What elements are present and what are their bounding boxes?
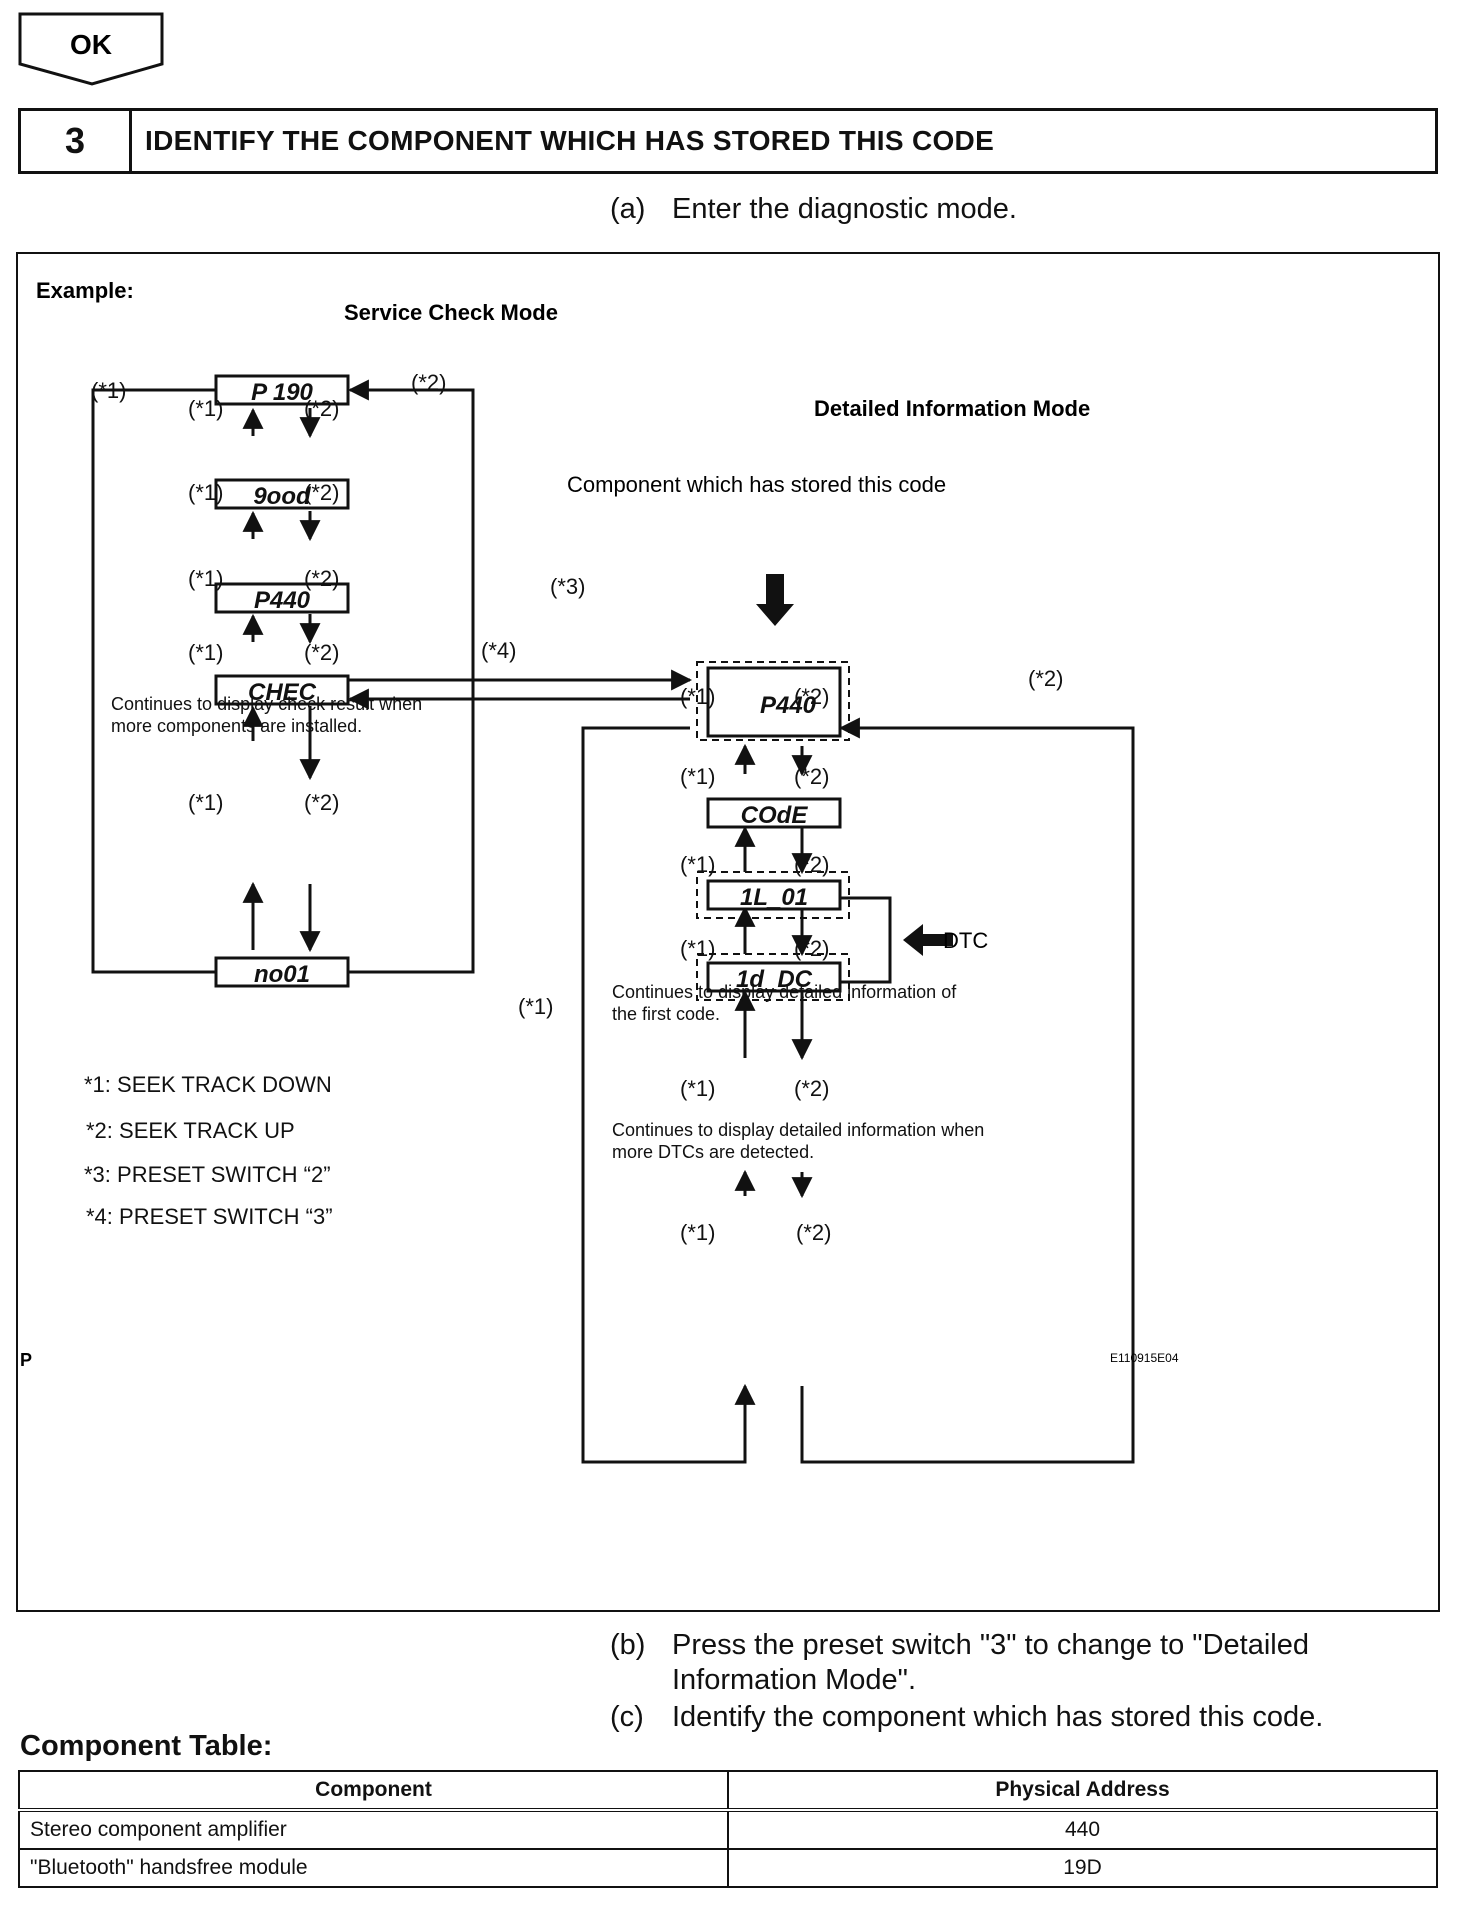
service-check-title: Service Check Mode bbox=[344, 300, 558, 325]
legend-item: *4: PRESET SWITCH “3” bbox=[86, 1204, 333, 1229]
table-header-row: Component Physical Address bbox=[18, 1770, 1438, 1812]
step-header: 3 IDENTIFY THE COMPONENT WHICH HAS STORE… bbox=[18, 108, 1438, 174]
note-left-line2: more components are installed. bbox=[111, 716, 362, 736]
dtc-arrow-icon bbox=[903, 924, 953, 956]
table-cell-address: 440 bbox=[727, 1809, 1438, 1850]
display-1l01: 1L_01 bbox=[740, 884, 808, 911]
component-table-title: Component Table: bbox=[20, 1730, 273, 1762]
instruction-b-line1: Press the preset switch "3" to change to… bbox=[672, 1629, 1309, 1661]
table-row: Stereo component amplifier 440 bbox=[18, 1809, 1438, 1850]
corner-label: P bbox=[20, 1350, 32, 1370]
example-label: Example: bbox=[36, 278, 134, 303]
ref-label: (*3) bbox=[550, 574, 585, 599]
ref-label: (*2) bbox=[411, 370, 446, 395]
display-1ddc: 1d_DC bbox=[736, 966, 813, 993]
ref-label: (*2) bbox=[796, 1220, 831, 1245]
instruction-c: (c) Identify the component which has sto… bbox=[610, 1700, 1430, 1736]
ok-badge-label: OK bbox=[70, 29, 112, 60]
instruction-a-text: Enter the diagnostic mode. bbox=[672, 193, 1017, 225]
column-header-address: Physical Address bbox=[727, 1770, 1438, 1812]
table-cell-component: Stereo component amplifier bbox=[18, 1809, 729, 1850]
note-right1-line2: the first code. bbox=[612, 1004, 720, 1024]
ref-label: (*2) bbox=[794, 1076, 829, 1101]
instruction-c-label: (c) bbox=[610, 1701, 644, 1733]
table-cell-component: "Bluetooth" handsfree module bbox=[18, 1848, 729, 1888]
component-label: Component which has stored this code bbox=[567, 472, 946, 497]
ref-label: (*2) bbox=[304, 396, 339, 421]
instruction-a: (a) Enter the diagnostic mode. bbox=[610, 192, 1410, 228]
display-chec: CHEC bbox=[248, 679, 317, 706]
instruction-b-label: (b) bbox=[610, 1629, 646, 1661]
instruction-a-label: (a) bbox=[610, 193, 646, 225]
display-good: 9ood bbox=[253, 483, 312, 510]
ref-label: (*1) bbox=[680, 684, 715, 709]
ok-badge: OK bbox=[18, 12, 164, 86]
ref-label: (*1) bbox=[518, 994, 553, 1019]
diagram-svg: P 190 9ood P440 CHEC no01 P440 COdE 1L_0… bbox=[20, 278, 1179, 1464]
display-p440: P440 bbox=[254, 587, 311, 614]
ref-label: (*2) bbox=[304, 640, 339, 665]
ref-label: (*1) bbox=[188, 790, 223, 815]
pointer-arrow-icon bbox=[756, 574, 794, 626]
ref-label: (*2) bbox=[794, 936, 829, 961]
dtc-label: DTC bbox=[943, 928, 988, 953]
ref-label: (*1) bbox=[680, 852, 715, 877]
ref-label: (*2) bbox=[304, 480, 339, 505]
display-p440-detail: P440 bbox=[760, 692, 817, 719]
legend-item: *3: PRESET SWITCH “2” bbox=[84, 1162, 331, 1187]
ref-label: (*1) bbox=[188, 396, 223, 421]
ref-label: (*2) bbox=[794, 684, 829, 709]
legend-item: *2: SEEK TRACK UP bbox=[86, 1118, 295, 1143]
ref-label: (*1) bbox=[188, 640, 223, 665]
instruction-c-text: Identify the component which has stored … bbox=[672, 1701, 1324, 1733]
component-table: Component Physical Address Stereo compon… bbox=[18, 1770, 1438, 1888]
display-no01: no01 bbox=[254, 961, 310, 988]
display-p190: P 190 bbox=[251, 379, 313, 406]
ref-label: (*2) bbox=[794, 852, 829, 877]
table-row: "Bluetooth" handsfree module 19D bbox=[18, 1848, 1438, 1888]
ref-label: (*1) bbox=[680, 936, 715, 961]
ref-label: (*1) bbox=[188, 480, 223, 505]
note-right2-line1: Continues to display detailed informatio… bbox=[612, 1120, 984, 1140]
diagnostic-diagram: P 190 9ood P440 CHEC no01 P440 COdE 1L_0… bbox=[16, 252, 1440, 1612]
ref-label: (*1) bbox=[680, 1076, 715, 1101]
instruction-b: (b) Press the preset switch "3" to chang… bbox=[610, 1628, 1410, 1700]
table-cell-address: 19D bbox=[727, 1848, 1438, 1888]
ref-label: (*2) bbox=[1028, 666, 1063, 691]
ref-label: (*2) bbox=[794, 764, 829, 789]
note-right2-line2: more DTCs are detected. bbox=[612, 1142, 814, 1162]
instruction-b-line2: Information Mode". bbox=[672, 1664, 917, 1696]
step-title: IDENTIFY THE COMPONENT WHICH HAS STORED … bbox=[145, 125, 995, 156]
ref-label: (*1) bbox=[680, 1220, 715, 1245]
note-left-line1: Continues to display check result when bbox=[111, 694, 422, 714]
step-number: 3 bbox=[21, 111, 132, 171]
note-right1-line1: Continues to display detailed informatio… bbox=[612, 982, 957, 1002]
ref-label: (*2) bbox=[304, 566, 339, 591]
legend-item: *1: SEEK TRACK DOWN bbox=[84, 1072, 332, 1097]
figure-id: E110915E04 bbox=[1110, 1351, 1179, 1365]
column-header-component: Component bbox=[18, 1770, 729, 1812]
display-code: COdE bbox=[741, 802, 809, 829]
ref-label: (*1) bbox=[680, 764, 715, 789]
ref-label: (*4) bbox=[481, 638, 516, 663]
detailed-info-title: Detailed Information Mode bbox=[814, 396, 1090, 421]
ref-label: (*2) bbox=[304, 790, 339, 815]
ref-label: (*1) bbox=[91, 378, 126, 403]
ref-label: (*1) bbox=[188, 566, 223, 591]
